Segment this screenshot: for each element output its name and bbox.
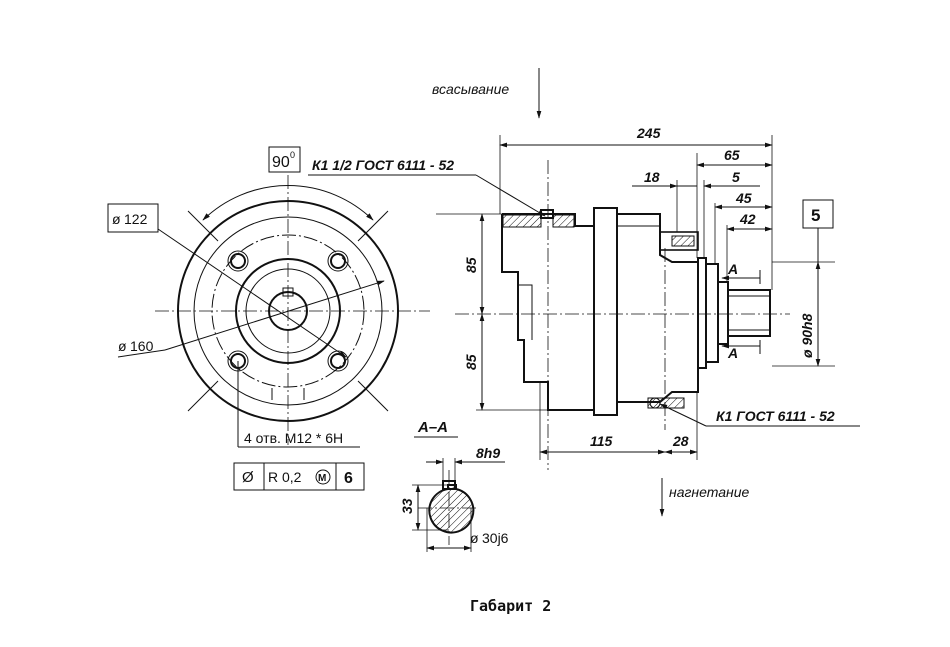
port-bottom-leader xyxy=(659,403,707,427)
dim-5: 5 xyxy=(732,169,740,185)
key-height: 33 xyxy=(399,498,415,514)
diameter-symbol: ø xyxy=(112,211,121,227)
bolt-circle-dim-line xyxy=(157,228,347,358)
outer-diameter-value: 160 xyxy=(130,338,154,354)
discharge-label: нагнетание xyxy=(669,484,750,500)
port-bottom-label: К1 ГОСТ 6111 - 52 xyxy=(716,408,835,424)
section-title: A–A xyxy=(417,419,448,436)
discharge-flow: нагнетание xyxy=(659,478,750,517)
bolt-hole xyxy=(330,353,346,369)
bolt-hole-thread xyxy=(327,250,349,272)
dim-65: 65 xyxy=(724,147,740,163)
outer-diameter-label: ø 160 xyxy=(118,338,154,354)
radial-line xyxy=(187,380,219,412)
key-width: 8h9 xyxy=(476,445,500,461)
tolerance-frame-border xyxy=(233,462,365,491)
bolt-hole xyxy=(330,253,346,269)
angle-degree: 0 xyxy=(290,150,295,160)
top-plug-section xyxy=(671,235,695,247)
tolerance-value: R 0,2 xyxy=(268,469,302,485)
shaft-section xyxy=(428,484,475,534)
pilot-ring xyxy=(705,263,719,363)
dim-85-top: 85 xyxy=(463,257,479,273)
shaft-fit: ø 90h8 xyxy=(799,313,815,358)
flange-outer-circle xyxy=(177,200,399,422)
suction-label: всасывание xyxy=(432,81,509,97)
suction-port-section xyxy=(552,214,575,228)
diameter-symbol: ø xyxy=(470,530,479,546)
bolt-circle-frame xyxy=(107,203,159,233)
radial-line xyxy=(187,210,219,242)
bolt-hole-thread xyxy=(227,250,249,272)
holes-note: 4 отв. M12 * 6H xyxy=(244,430,343,446)
pilot-step xyxy=(717,281,729,345)
suction-port-section xyxy=(502,214,542,228)
body-left-profile xyxy=(501,214,594,411)
inner-step xyxy=(518,284,533,340)
radial-line xyxy=(357,380,389,412)
port-top-leader xyxy=(475,174,546,217)
section-mark-top: A xyxy=(727,261,738,277)
diameter-symbol: ø xyxy=(118,338,127,354)
bolt-circle-label: ø 122 xyxy=(107,203,159,233)
tolerance-symbol: Ø xyxy=(242,469,254,486)
dim-18: 18 xyxy=(644,169,660,185)
ref-value: 5 xyxy=(811,206,820,225)
dim-245: 245 xyxy=(636,125,661,141)
bolt-circle xyxy=(211,234,365,388)
dim-45: 45 xyxy=(735,190,752,206)
bolt-holes xyxy=(227,250,349,372)
drawing-caption: Габарит 2 xyxy=(470,597,551,615)
hub-circle xyxy=(235,258,341,364)
side-view xyxy=(436,135,835,470)
top-plug xyxy=(659,231,699,251)
dim-28: 28 xyxy=(672,433,689,449)
shaft-diameter: 30j6 xyxy=(482,530,509,546)
angle-value: 90 xyxy=(272,154,290,171)
outer-diameter-dim-line xyxy=(164,280,385,351)
front-view xyxy=(117,175,430,448)
suction-flow: всасывание xyxy=(432,68,542,119)
shaft-circle xyxy=(268,291,308,331)
dim-42: 42 xyxy=(739,211,756,227)
angle-arc xyxy=(202,185,374,221)
dim-115: 115 xyxy=(590,433,613,449)
angle-frame xyxy=(268,146,301,173)
section-mark-bottom: A xyxy=(727,345,738,361)
tolerance-frame: Ø R 0,2 M 6 xyxy=(233,462,365,491)
pilot-circle xyxy=(245,268,331,354)
tolerance-modifier: M xyxy=(318,473,326,484)
outer-diameter-leader xyxy=(117,349,166,358)
bolt-circle-value: 122 xyxy=(124,211,148,227)
modifier-circle xyxy=(315,469,331,485)
port-top-label: К1 1/2 ГОСТ 6111 - 52 xyxy=(312,157,454,173)
shaft-key xyxy=(282,287,294,297)
rear-cover xyxy=(697,257,707,369)
tolerance-datum: 6 xyxy=(344,470,353,487)
mounting-flange xyxy=(593,207,618,416)
shaft-end xyxy=(727,289,771,337)
port-callouts: К1 1/2 ГОСТ 6111 - 52 К1 ГОСТ 6111 - 52 xyxy=(308,157,860,427)
section-aa: A–A 8h9 33 ø 30j6 xyxy=(399,419,509,552)
radial-line xyxy=(357,210,389,242)
side-view-dimensions: 245 65 18 5 45 42 85 85 115 28 ø 90h8 5 xyxy=(463,125,834,455)
bolt-hole xyxy=(230,253,246,269)
dim-85-bottom: 85 xyxy=(463,354,479,370)
angle-label-box: 90 0 xyxy=(268,146,301,173)
